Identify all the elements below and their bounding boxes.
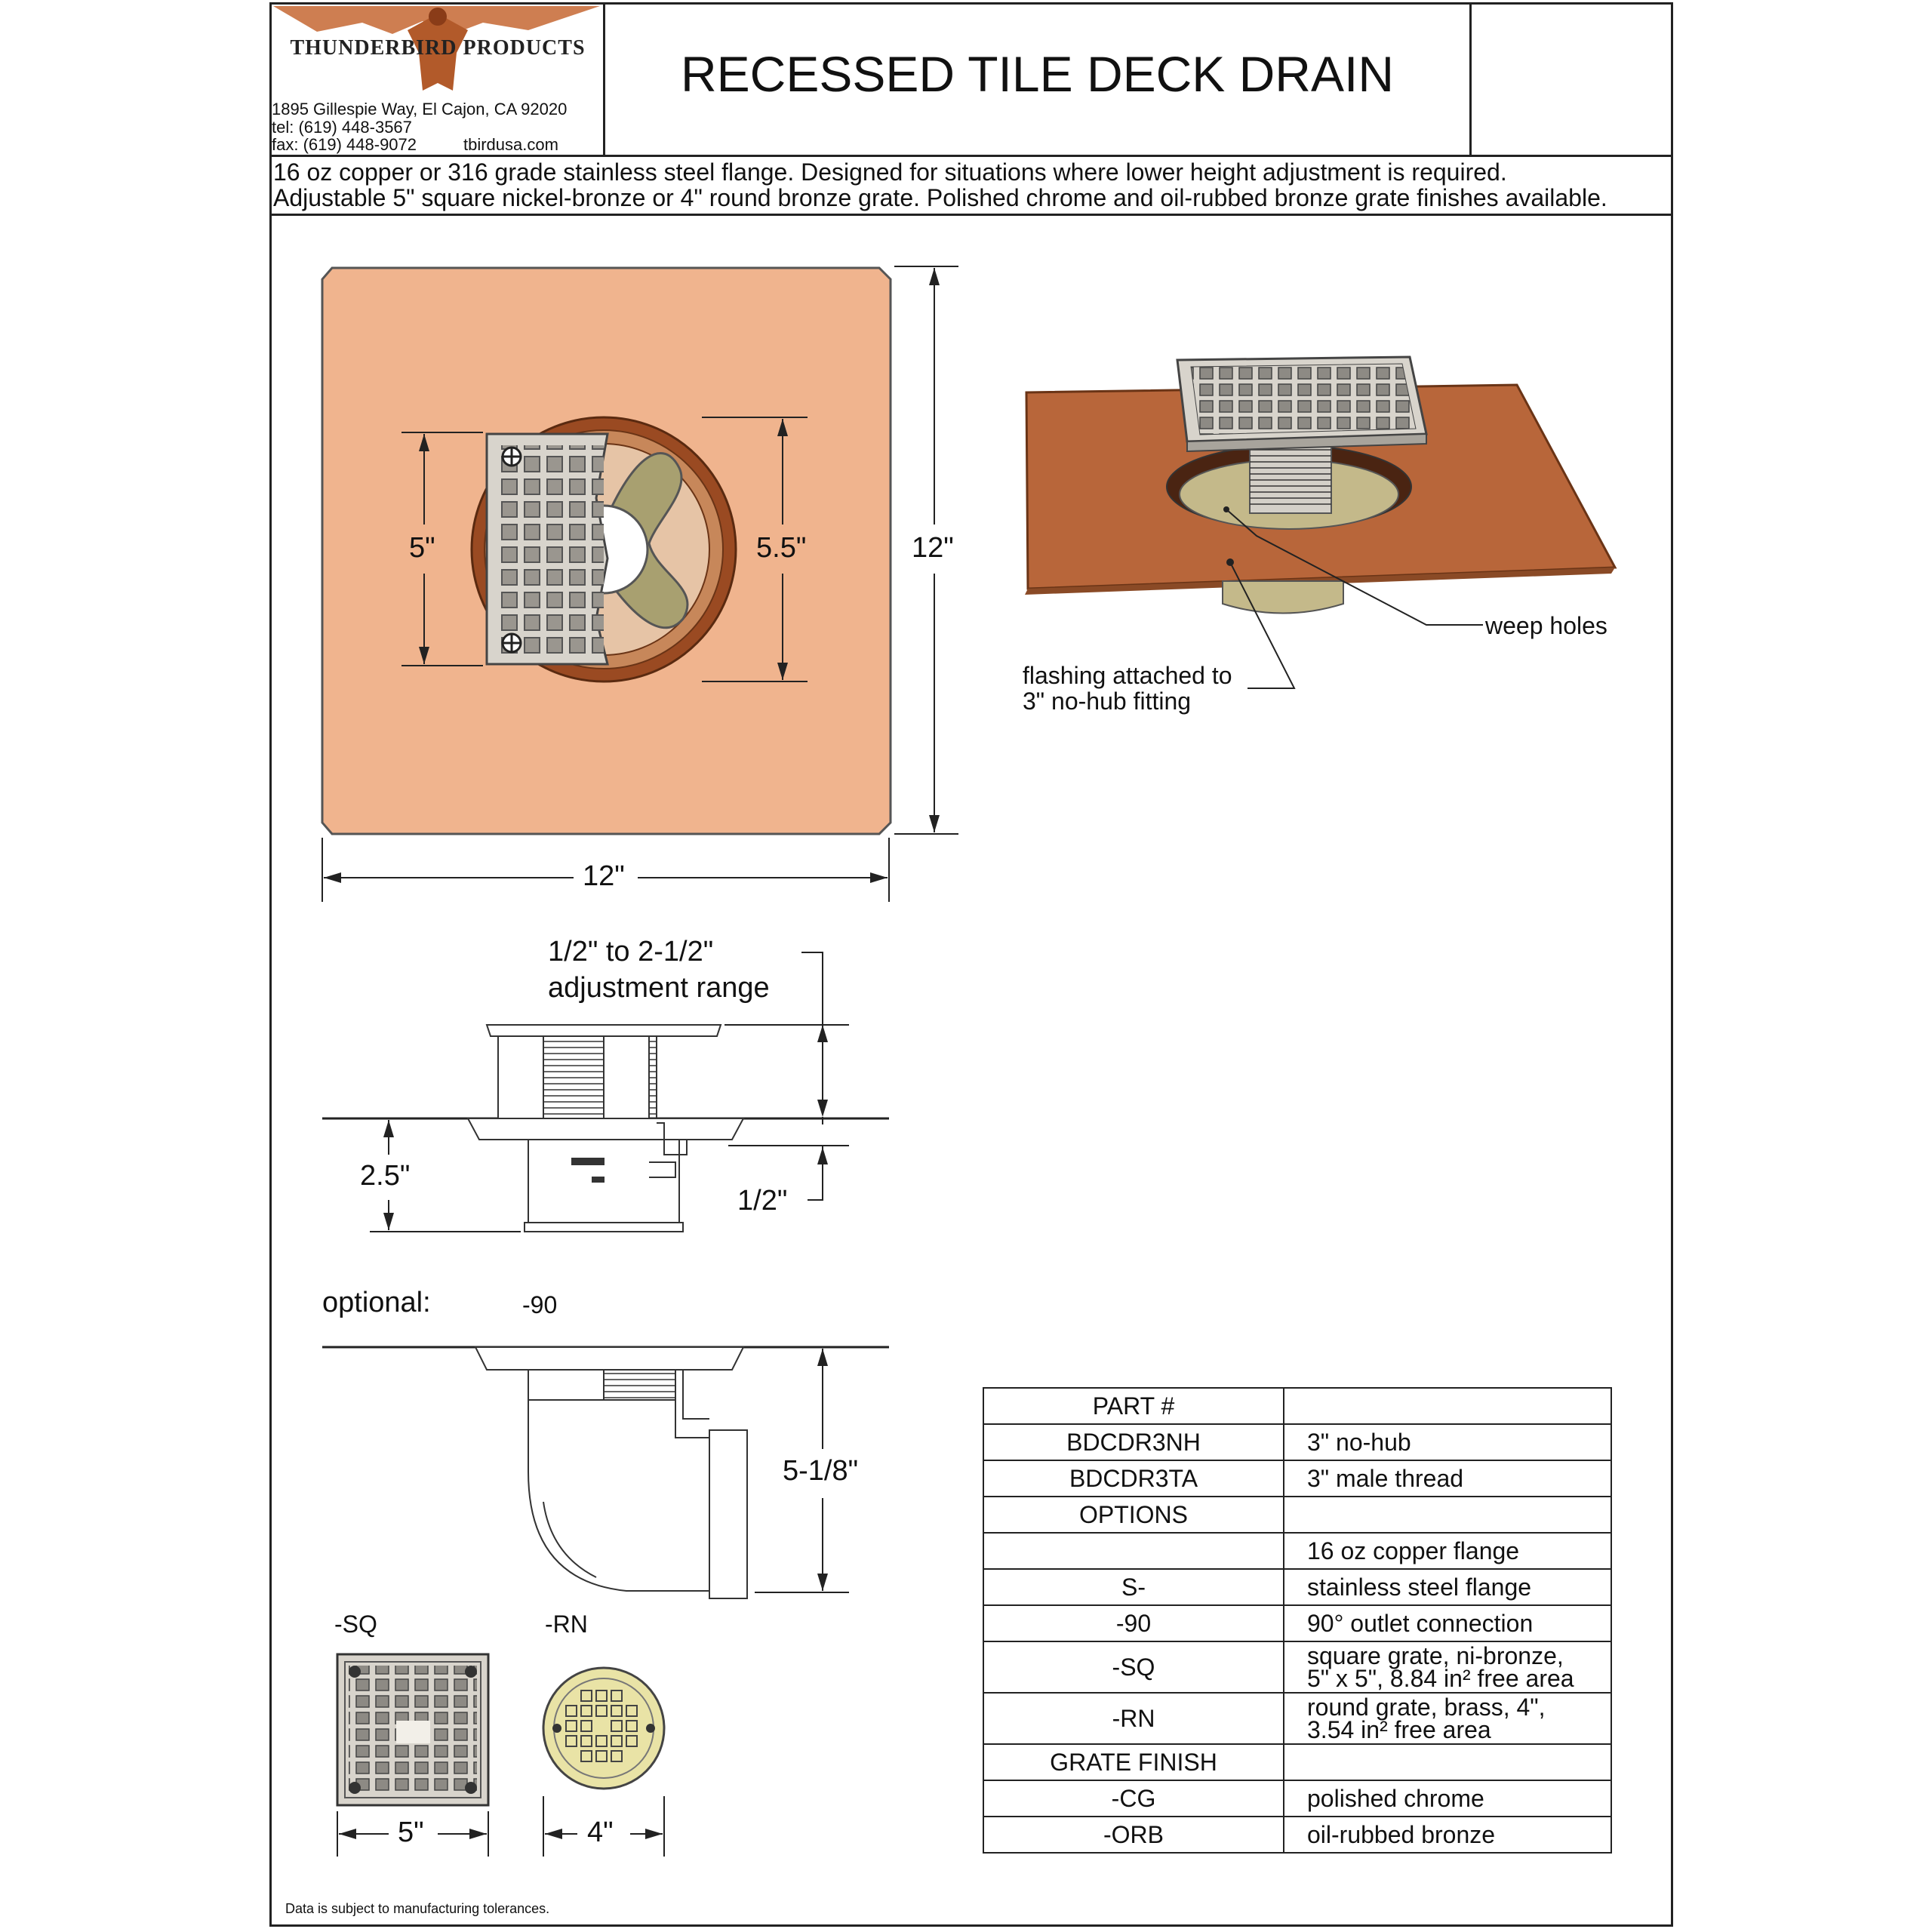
part-description-cell: 16 oz copper flange [1283,1532,1612,1570]
dim-elbow-5-1-8in: 5-1/8" [783,1455,859,1487]
dim-sq-grate-5in: 5" [398,1817,424,1848]
section-flange [466,1118,745,1140]
part-description-cell [1283,1496,1612,1534]
header-divider [269,155,1673,157]
company-fax: fax: (619) 448-9072 [272,135,417,154]
part-description-cell: 90° outlet connection [1283,1604,1612,1642]
elbow-view [322,1346,889,1599]
part-description-cell: oil-rubbed bronze [1283,1816,1612,1854]
part-code-cell: BDCDR3NH [983,1423,1284,1461]
square-grate-icon [336,1653,490,1807]
grate-sq-code: -SQ [334,1611,377,1638]
section-grate-top [485,1024,722,1037]
dim-rn-grate-4in: 4" [587,1817,614,1848]
company-tel: tel: (619) 448-3567 [272,118,412,137]
adjustment-range-line-1: 1/2" to 2-1/2" [548,936,714,968]
part-code-cell: S- [983,1568,1284,1606]
optional-label: optional: [322,1287,431,1318]
part-code-cell: GRATE FINISH [983,1743,1284,1781]
page-title: RECESSED TILE DECK DRAIN [680,46,1394,102]
part-code-cell: -SQ [983,1641,1284,1694]
part-description-cell: polished chrome [1283,1780,1612,1817]
part-description-line-2: 3.54 in² free area [1307,1716,1491,1743]
part-code-cell: BDCDR3TA [983,1460,1284,1497]
part-code-cell: -ORB [983,1816,1284,1854]
dimension-lines-top [321,266,958,902]
elbow-flange [474,1346,745,1371]
dim-half-inch: 1/2" [737,1185,788,1217]
dim-grate-5in: 5" [409,532,435,564]
optional-code: -90 [522,1291,558,1318]
product-description: 16 oz copper or 316 grade stainless stee… [273,159,1607,211]
table-row: GRATE FINISH [983,1743,1612,1781]
part-code-cell: PART # [983,1387,1284,1425]
description-line-1: 16 oz copper or 316 grade stainless stee… [273,158,1507,186]
header-logo-cell [269,2,605,157]
dim-depth-2-5in: 2.5" [360,1160,411,1192]
drawing-sheet-frame [269,2,1673,1927]
table-row: S-stainless steel flange [983,1568,1612,1606]
dim-ring-5-5in: 5.5" [756,532,807,564]
section-view [322,1024,889,1232]
top-view [321,266,958,902]
company-website[interactable]: tbirdusa.com [463,135,558,154]
elbow-body [528,1399,710,1592]
part-description-line-1: square grate, ni-bronze, [1307,1642,1564,1669]
part-description-cell [1283,1743,1612,1781]
part-description-cell: stainless steel flange [1283,1568,1612,1606]
part-description-cell: 3" no-hub [1283,1423,1612,1461]
company-address: 1895 Gillespie Way, El Cajon, CA 92020 [272,100,568,118]
dim-flange-height-12in: 12" [912,532,954,564]
callout-flashing-line-1: flashing attached to [1023,662,1232,689]
table-row: PART # [983,1387,1612,1425]
table-row: 16 oz copper flange [983,1532,1612,1570]
grate-rn-code: -RN [545,1611,588,1638]
callout-flashing-line-2: 3" no-hub fitting [1023,688,1192,715]
part-code-cell [983,1532,1284,1570]
description-line-2: Adjustable 5" square nickel-bronze or 4"… [273,184,1607,211]
round-grate-icon [542,1666,666,1790]
isometric-view [1025,355,1617,689]
company-name: THUNDERBIRD PRODUCTS [290,36,586,60]
part-description-line-1: round grate, brass, 4", [1307,1694,1546,1721]
header-blank-cell [1469,2,1673,157]
part-code-cell: -CG [983,1780,1284,1817]
dimension-lines-grates [337,1796,665,1857]
outlet-hub-iso [1222,580,1344,614]
dim-flange-width-12in: 12" [583,860,625,892]
part-description-line-2: 5" x 5", 8.84 in² free area [1307,1665,1574,1692]
part-code-cell: OPTIONS [983,1496,1284,1534]
part-description-cell: round grate, brass, 4",3.54 in² free are… [1283,1692,1612,1745]
part-description-cell: square grate, ni-bronze,5" x 5", 8.84 in… [1283,1641,1612,1694]
footer-note: Data is subject to manufacturing toleran… [285,1901,550,1916]
part-description-cell: 3" male thread [1283,1460,1612,1497]
callout-weep-holes: weep holes [1485,612,1607,639]
part-code-cell: -RN [983,1692,1284,1745]
table-row: OPTIONS [983,1496,1612,1534]
adjustment-range-line-2: adjustment range [548,972,770,1004]
part-description-cell [1283,1387,1612,1425]
description-divider [269,214,1673,216]
part-code-cell: -90 [983,1604,1284,1642]
